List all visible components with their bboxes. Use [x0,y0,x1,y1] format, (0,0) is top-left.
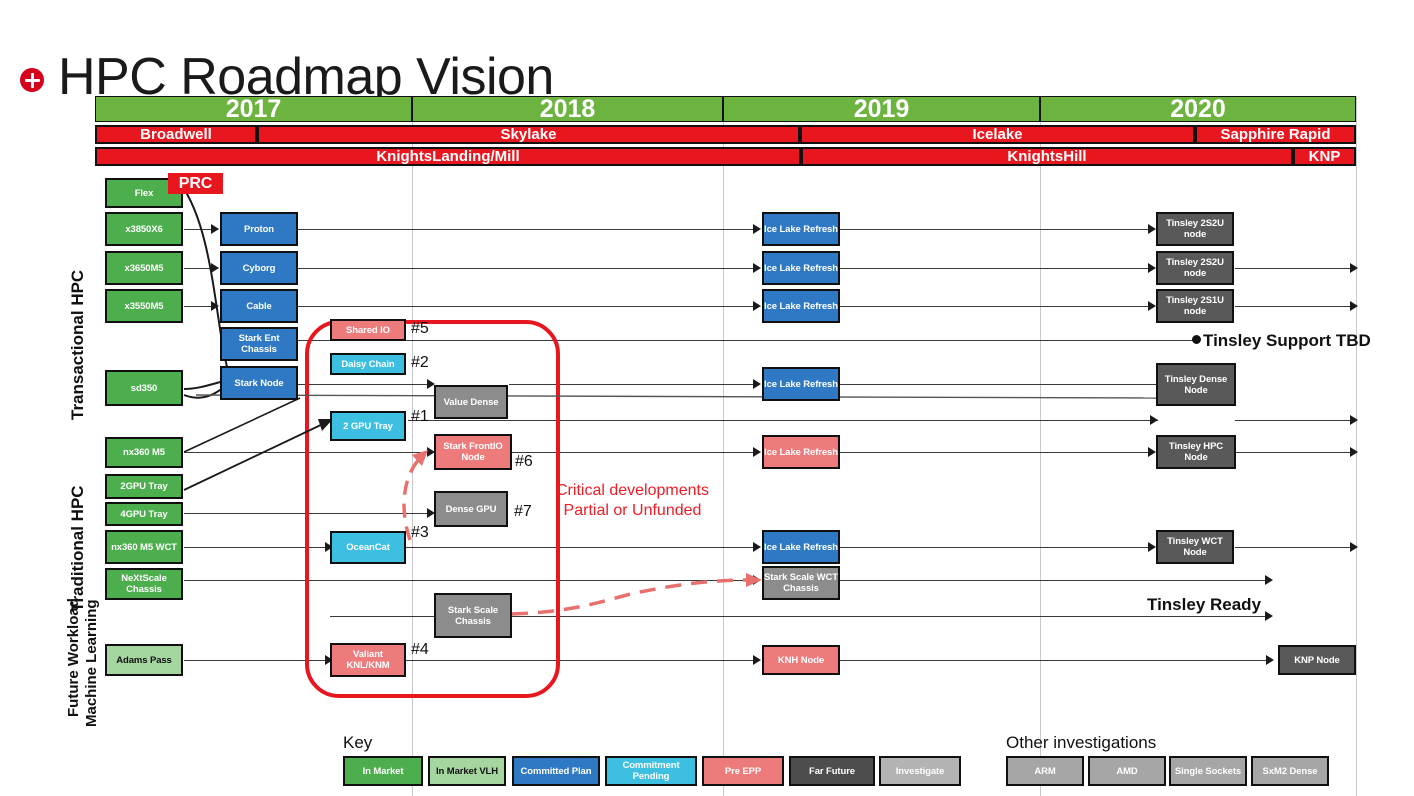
annotation-tinsley-ready: Tinsley Ready [1147,595,1262,614]
node-ice-lake-refresh-3[interactable]: Ice Lake Refresh [762,289,840,323]
other-item-sxm2-dense: SxM2 Dense [1251,756,1329,786]
node-value-dense[interactable]: Value Dense [434,385,508,419]
tag-4: #4 [411,641,429,658]
node-tinsley-dense-node[interactable]: Tinsley Dense Node [1156,363,1236,406]
node-nextscale-chassis[interactable]: NeXtScale Chassis [105,568,183,600]
critical-line-1: Critical developments [556,482,709,499]
year-separator-end [1356,96,1357,796]
tag-5: #5 [411,320,429,337]
node-tinsley-wct-node[interactable]: Tinsley WCT Node [1156,530,1234,564]
node-nx360-m5-wct[interactable]: nx360 M5 WCT [105,530,183,564]
tag-1: #1 [411,408,429,425]
key-item-far-future: Far Future [789,756,875,786]
tag-7: #7 [514,503,532,520]
node-knp-node[interactable]: KNP Node [1278,645,1356,675]
node-cable[interactable]: Cable [220,289,298,323]
node-tinsley-2s1u-node[interactable]: Tinsley 2S1U node [1156,289,1234,323]
node-cyborg[interactable]: Cyborg [220,251,298,285]
node-knh-node[interactable]: KNH Node [762,645,840,675]
key-item-in-market-vlh: In Market VLH [428,756,506,786]
node-shared-io[interactable]: Shared IO [330,319,406,341]
node-stark-scale-wct-chassis[interactable]: Stark Scale WCT Chassis [762,566,840,600]
year-cell-2019: 2019 [723,95,1040,123]
key-item-in-market: In Market [343,756,423,786]
other-item-arm: ARM [1006,756,1084,786]
critical-developments-highlight [305,320,560,698]
key-item-commitment-pending: Commitment Pending [605,756,697,786]
cpu-band-knightshill: KnightsHill [801,147,1293,166]
tinsley-support-dot [1192,335,1201,344]
tag-2: #2 [411,354,429,371]
node-stark-scale-chassis[interactable]: Stark Scale Chassis [434,593,512,638]
node-x3550m5[interactable]: x3550M5 [105,289,183,323]
node-ice-lake-refresh-1[interactable]: Ice Lake Refresh [762,212,840,246]
lane-label-traditional-hpc: Traditional HPC [68,485,87,612]
other-item-single-sockets: Single Sockets [1169,756,1247,786]
annotation-tinsley-support-tbd: Tinsley Support TBD [1203,331,1371,350]
badge-prc: PRC [168,173,223,194]
node-4gpu-tray[interactable]: 4GPU Tray [105,502,183,526]
node-tinsley-hpc-node[interactable]: Tinsley HPC Node [1156,435,1236,469]
other-item-amd: AMD [1088,756,1166,786]
cpu-band-sapphire-rapid: Sapphire Rapid [1195,125,1356,144]
node-2-gpu-tray[interactable]: 2 GPU Tray [330,411,406,441]
node-stark-frontio-node[interactable]: Stark FrontIO Node [434,434,512,470]
node-nx360-m5[interactable]: nx360 M5 [105,437,183,468]
node-dense-gpu[interactable]: Dense GPU [434,491,508,527]
year-separator-2018 [412,96,413,796]
critical-line-2: Partial or Unfunded [563,502,702,519]
lane-label-transactional-hpc: Transactional HPC [68,269,87,420]
key-caption: Key [343,733,373,752]
node-daisy-chain[interactable]: Daisy Chain [330,353,406,375]
tag-6: #6 [515,453,533,470]
node-ice-lake-refresh-2[interactable]: Ice Lake Refresh [762,251,840,285]
other-investigations-caption: Other investigations [1006,733,1157,752]
node-x3650m5[interactable]: x3650M5 [105,251,183,285]
node-2gpu-tray[interactable]: 2GPU Tray [105,474,183,499]
node-sd350[interactable]: sd350 [105,370,183,406]
node-valiant-knl-knm[interactable]: Valiant KNL/KNM [330,643,406,677]
critical-developments-label: Critical developments Partial or Unfunde… [556,481,709,521]
cpu-band-knp: KNP [1293,147,1356,166]
cpu-band-knightslanding-mill: KnightsLanding/Mill [95,147,801,166]
node-stark-ent-chassis[interactable]: Stark Ent Chassis [220,327,298,361]
node-stark-node[interactable]: Stark Node [220,366,298,400]
year-cell-2018: 2018 [412,95,723,123]
lane-label-future-workload: Future Workload [65,598,82,717]
node-ice-lake-refresh-5[interactable]: Ice Lake Refresh [762,435,840,469]
node-tinsley-2s2u-node-1[interactable]: Tinsley 2S2U node [1156,212,1234,246]
node-ice-lake-refresh-4[interactable]: Ice Lake Refresh [762,367,840,401]
cpu-band-broadwell: Broadwell [95,125,257,144]
lane-label-machine-learning: Machine Learning [83,599,100,727]
node-tinsley-2s2u-node-2[interactable]: Tinsley 2S2U node [1156,251,1234,285]
page-title: HPC Roadmap Vision [58,48,554,106]
key-item-investigate: Investigate [879,756,961,786]
node-ice-lake-refresh-6[interactable]: Ice Lake Refresh [762,530,840,564]
year-cell-2020: 2020 [1040,95,1356,123]
year-cell-2017: 2017 [95,95,412,123]
tag-3: #3 [411,524,429,541]
cpu-band-skylake: Skylake [257,125,800,144]
year-separator-2019 [723,96,724,796]
key-item-pre-epp: Pre EPP [702,756,784,786]
node-proton[interactable]: Proton [220,212,298,246]
title-bar: HPC Roadmap Vision [0,22,1414,105]
year-separator-2020 [1040,96,1041,796]
cpu-band-icelake: Icelake [800,125,1195,144]
key-item-committed-plan: Committed Plan [512,756,600,786]
node-adams-pass[interactable]: Adams Pass [105,644,183,676]
node-x3850x6[interactable]: x3850X6 [105,212,183,246]
plus-circle-icon [20,68,44,92]
node-oceancat[interactable]: OceanCat [330,531,406,564]
